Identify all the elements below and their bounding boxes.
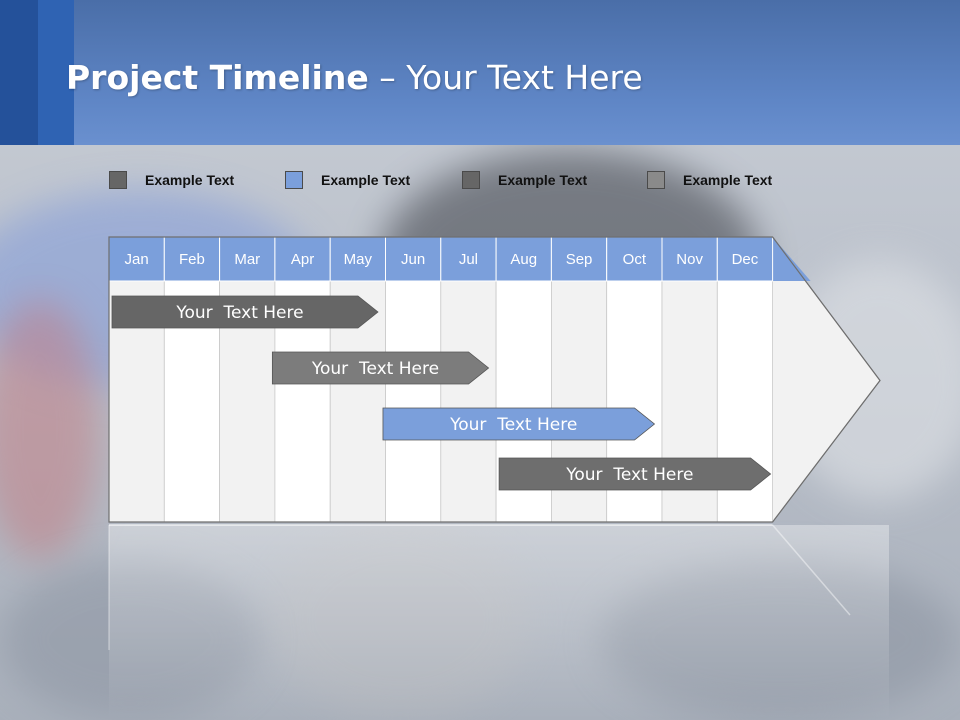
legend-swatch	[647, 171, 665, 189]
month-label: May	[344, 251, 373, 268]
legend-item: Example Text	[109, 170, 234, 190]
month-label: Nov	[676, 251, 703, 268]
task-label: Your Text Here	[449, 415, 577, 435]
header-arrow-tip	[772, 237, 811, 281]
month-header-cell	[163, 236, 221, 282]
month-label: Oct	[623, 251, 647, 268]
month-label: Apr	[291, 251, 314, 268]
task-label: Your Text Here	[565, 465, 693, 485]
legend-label: Example Text	[498, 172, 588, 188]
page-title: Project Timeline – Your Text Here	[66, 58, 643, 97]
month-column	[440, 280, 497, 523]
reflection-line	[772, 524, 851, 616]
month-label: Feb	[179, 251, 205, 268]
title-subtitle: – Your Text Here	[368, 58, 643, 97]
task-bar	[382, 407, 656, 441]
month-label: Mar	[234, 251, 260, 268]
legend-label: Example Text	[683, 172, 773, 188]
header-accent-stripe	[0, 0, 38, 145]
header-accent-stripe	[38, 0, 74, 145]
month-label: Dec	[732, 251, 759, 268]
month-column	[385, 280, 442, 523]
legend-swatch	[109, 171, 127, 189]
task-label: Your Text Here	[175, 303, 303, 323]
month-label: Jul	[459, 251, 478, 268]
legend-label: Example Text	[321, 172, 411, 188]
timeline-reflection	[109, 525, 889, 720]
month-label: Aug	[510, 251, 537, 268]
month-header-cell	[385, 236, 442, 282]
task-label: Your Text Here	[311, 359, 439, 379]
legend-label: Example Text	[145, 172, 235, 188]
month-header-cell	[661, 236, 718, 282]
month-header-cell	[329, 236, 387, 282]
arrow-outline	[108, 236, 881, 523]
header-band: Project Timeline – Your Text Here	[0, 0, 960, 145]
legend-item: Example Text	[462, 170, 587, 190]
legend-swatch	[285, 171, 303, 189]
task-bar	[271, 351, 490, 385]
task-bar	[111, 295, 379, 329]
task-bar	[498, 457, 772, 491]
month-label: Jun	[401, 251, 425, 268]
month-header-cell	[108, 236, 165, 282]
month-header-cell	[440, 236, 497, 282]
legend-swatch	[462, 171, 480, 189]
month-label: Sep	[566, 251, 593, 268]
legend-item: Example Text	[647, 170, 772, 190]
month-label: Jan	[125, 251, 149, 268]
legend-item: Example Text	[285, 170, 410, 190]
title-bold: Project Timeline	[66, 58, 369, 97]
